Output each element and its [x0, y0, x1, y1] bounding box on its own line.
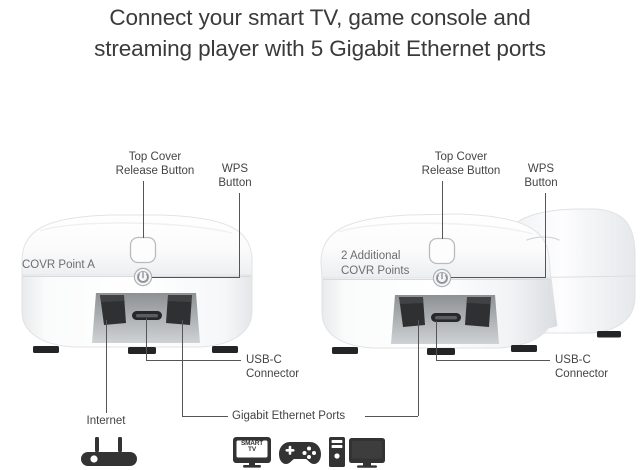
headline-line-2: streaming player with 5 Gigabit Ethernet… [94, 36, 546, 61]
left-wps-leader-horizontal [152, 277, 240, 278]
gigabit-leader-left-horizontal [182, 416, 228, 417]
right-top-cover-leader-line [442, 181, 443, 239]
page-title: Connect your smart TV, game console and … [0, 2, 640, 64]
monitor-icon [349, 438, 385, 468]
left-top-cover-release-button-label: Top Cover Release Button [90, 150, 220, 178]
right-usbc-leader-horizontal [436, 360, 550, 361]
left-top-cover-label-line-2: Release Button [115, 165, 195, 177]
additional-covr-points-shell-label: 2 Additional COVR Points [341, 249, 409, 278]
right-wps-label-line-2: Button [524, 177, 558, 189]
left-usbc-leader-vertical [146, 318, 147, 360]
internet-label: Internet [86, 415, 126, 427]
right-wps-label-line-1: WPS [527, 163, 555, 175]
gigabit-leader-left-vertical [182, 320, 183, 416]
additional-covr-points-shell-label-line-1: 2 Additional [341, 250, 401, 262]
left-usbc-label-line-2: Connector [246, 368, 300, 380]
smart-tv-text-line-1: SMART [240, 440, 264, 447]
right-wps-button-label: WPS Button [501, 162, 581, 190]
left-usbc-connector-label: USB-C Connector [246, 353, 299, 381]
right-wps-leader-horizontal [451, 277, 546, 278]
left-top-cover-label-line-1: Top Cover [128, 151, 182, 163]
right-top-cover-label-line-1: Top Cover [434, 151, 488, 163]
left-wps-leader-vertical [239, 193, 240, 277]
modem-icon [81, 437, 137, 466]
left-wps-label-line-2: Button [218, 177, 252, 189]
smart-tv-text-line-2: TV [248, 446, 256, 453]
left-top-cover-leader-line [143, 181, 144, 238]
headline-line-1: Connect your smart TV, game console and [109, 5, 531, 30]
right-top-cover-release-button-label: Top Cover Release Button [396, 150, 526, 178]
smart-tv-icon [233, 437, 271, 468]
gigabit-leader-right-vertical [418, 320, 419, 416]
gigabit-leader-right-horizontal [365, 416, 418, 417]
gamepad-icon [279, 442, 321, 464]
covr-point-a-shell-label: COVR Point A [22, 259, 95, 271]
internet-leader-line [106, 320, 107, 413]
right-usbc-leader-vertical [436, 321, 437, 360]
additional-covr-points-shell-label-line-2: COVR Points [341, 264, 410, 277]
left-usbc-leader-horizontal [146, 360, 241, 361]
left-wps-label-line-1: WPS [221, 163, 249, 175]
covr-point-a-device [21, 214, 253, 354]
right-wps-leader-vertical [545, 193, 546, 277]
smart-tv-icon-text: SMART TV [232, 440, 272, 453]
right-usbc-label-line-1: USB-C [555, 354, 591, 366]
right-usbc-label-line-2: Connector [555, 368, 609, 380]
left-usbc-label-line-1: USB-C [246, 354, 282, 366]
left-wps-button-label: WPS Button [195, 162, 275, 190]
pc-tower-icon [329, 437, 345, 467]
right-usbc-connector-label: USB-C Connector [555, 353, 608, 381]
gigabit-ethernet-ports-label: Gigabit Ethernet Ports [232, 410, 346, 422]
right-top-cover-label-line-2: Release Button [421, 165, 501, 177]
additional-covr-points-device [320, 208, 636, 355]
